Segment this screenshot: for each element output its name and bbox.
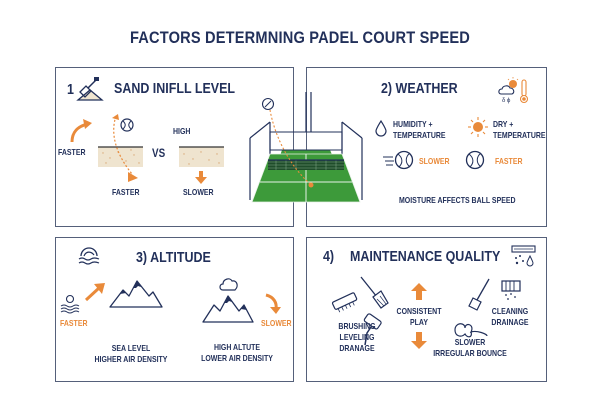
paint-roller-icon bbox=[363, 313, 382, 346]
panel-altitude: 3) ALTITUDE FASTER SEA LEVEL HIGHER AIR … bbox=[55, 237, 294, 382]
sand-shovel-icon bbox=[76, 77, 104, 101]
panel-title: MAINTENANCE QUALITY bbox=[350, 249, 501, 265]
play-label: PLAY bbox=[410, 317, 428, 327]
arrow-up-right-icon bbox=[84, 283, 105, 302]
humidity-label-2: TEMPERATURE bbox=[393, 130, 446, 140]
faster-label: FASTER bbox=[58, 147, 86, 157]
waves-icon bbox=[78, 247, 100, 265]
high-altitude-label: HIGH ALTUTE bbox=[213, 342, 261, 352]
panel-title: 2) WEATHER bbox=[381, 81, 458, 97]
humidity-label: HUMIDITY + bbox=[393, 119, 433, 129]
panel-title: 3) ALTITUDE bbox=[136, 250, 211, 266]
curved-arrow-up-icon bbox=[70, 119, 92, 143]
slower-result: SLOWER bbox=[183, 187, 214, 197]
high-altitude-label-2: LOWER AIR DENSITY bbox=[201, 353, 273, 363]
brush-icon bbox=[331, 292, 358, 313]
moisture-footer: MOISTURE AFFECTS BALL SPEED bbox=[399, 195, 516, 205]
dry-label: DRY + bbox=[493, 119, 514, 129]
faster-result: FASTER bbox=[112, 187, 140, 197]
faster-result: FASTER bbox=[495, 156, 523, 166]
high-label: HIGH bbox=[173, 126, 191, 136]
broom-icon-2 bbox=[468, 278, 490, 311]
mountain-icon bbox=[109, 280, 163, 308]
svg-text:δ ϕ: δ ϕ bbox=[502, 98, 511, 104]
faster-result: FASTER bbox=[60, 318, 88, 328]
panel-number: 1 bbox=[67, 82, 74, 98]
padel-court-illustration bbox=[249, 92, 363, 203]
sea-level-icon bbox=[60, 294, 80, 314]
infographic-title: FACTORS DETERMNING PADEL COURT SPEED bbox=[129, 28, 471, 47]
vs-label: VS bbox=[152, 146, 166, 160]
consistent-label: CONSISTENT bbox=[396, 306, 442, 316]
water-drop-icon bbox=[375, 119, 387, 137]
ball-trajectory bbox=[112, 114, 138, 182]
cloud-icon bbox=[219, 278, 238, 291]
cleaning-label: CLEANING bbox=[491, 306, 529, 316]
arrow-up-icon bbox=[411, 283, 427, 300]
slower-result: SLOWER bbox=[261, 318, 292, 328]
drain-icon bbox=[501, 280, 521, 300]
high-mountain-icon bbox=[202, 295, 254, 323]
arrow-down-icon bbox=[195, 171, 207, 184]
slower-result: SLOWER bbox=[419, 156, 450, 166]
curved-arrow-down-icon bbox=[265, 293, 281, 314]
sea-level-label-2: HIGHER AIR DENSITY bbox=[94, 354, 168, 364]
irregular-surface-icon bbox=[454, 323, 488, 338]
arrow-down-icon bbox=[411, 332, 427, 349]
tennis-ball-icon bbox=[465, 150, 485, 170]
sand-layer-low bbox=[98, 146, 143, 167]
sprinkler-icon bbox=[511, 245, 536, 267]
weather-thermometer-icon: δ ϕ bbox=[498, 77, 529, 104]
slower-label: SLOWER bbox=[454, 337, 486, 347]
irregular-bounce-label: IRREGULAR BOUNCE bbox=[433, 348, 507, 358]
sun-icon bbox=[468, 117, 488, 137]
panel-maintenance: 4) MAINTENANCE QUALITY BRUSHING LEVELING… bbox=[306, 237, 547, 382]
panel-number: 4) bbox=[323, 249, 335, 265]
tennis-ball-icon bbox=[120, 118, 134, 132]
drainage-label: DRAINAGE bbox=[491, 317, 529, 327]
sand-layer-high bbox=[179, 146, 224, 167]
sea-level-label: SEA LEVEL bbox=[111, 343, 151, 353]
leveling-label: LEVELING bbox=[339, 332, 375, 342]
dry-label-2: TEMPERATURE bbox=[493, 130, 546, 140]
dranage-label: DRANAGE bbox=[339, 343, 375, 353]
moving-ball-icon bbox=[383, 150, 414, 170]
brushing-label: BRUSHING bbox=[338, 321, 376, 331]
panel-sand-infill: 1 SAND INIFLL LEVEL FASTER FASTER VS HIG… bbox=[55, 67, 294, 227]
broom-icon bbox=[360, 276, 389, 309]
panel-title: SAND INIFLL LEVEL bbox=[114, 81, 236, 97]
